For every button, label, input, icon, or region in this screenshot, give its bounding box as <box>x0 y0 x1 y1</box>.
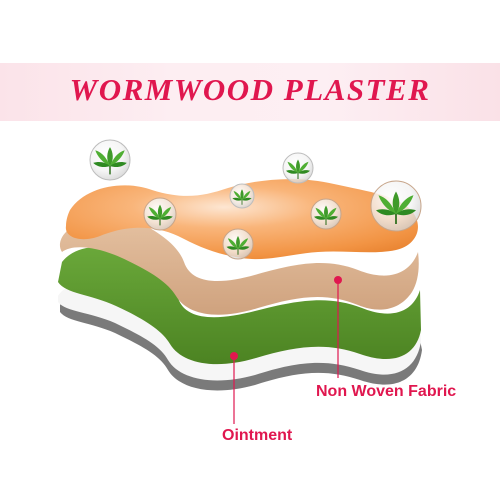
herb-leaf-icon <box>310 198 342 230</box>
fabric-pointer-dot <box>334 276 342 284</box>
title-banner <box>0 63 500 121</box>
page-title: WORMWOOD PLASTER <box>69 72 431 107</box>
ointment-pointer-dot <box>230 352 238 360</box>
herb-leaf-icon <box>282 152 314 184</box>
herb-leaf-icon <box>143 197 177 231</box>
herb-leaf-icon <box>89 139 131 181</box>
non-woven-fabric-label: Non Woven Fabric <box>316 383 457 400</box>
base-layer <box>60 292 422 391</box>
herb-leaf-icon <box>229 183 255 209</box>
herb-leaf-icon <box>222 228 254 260</box>
ointment-label: Ointment <box>222 427 293 444</box>
herb-leaf-icon <box>370 180 422 232</box>
tan-layer <box>59 211 419 315</box>
green-layer <box>58 246 421 365</box>
